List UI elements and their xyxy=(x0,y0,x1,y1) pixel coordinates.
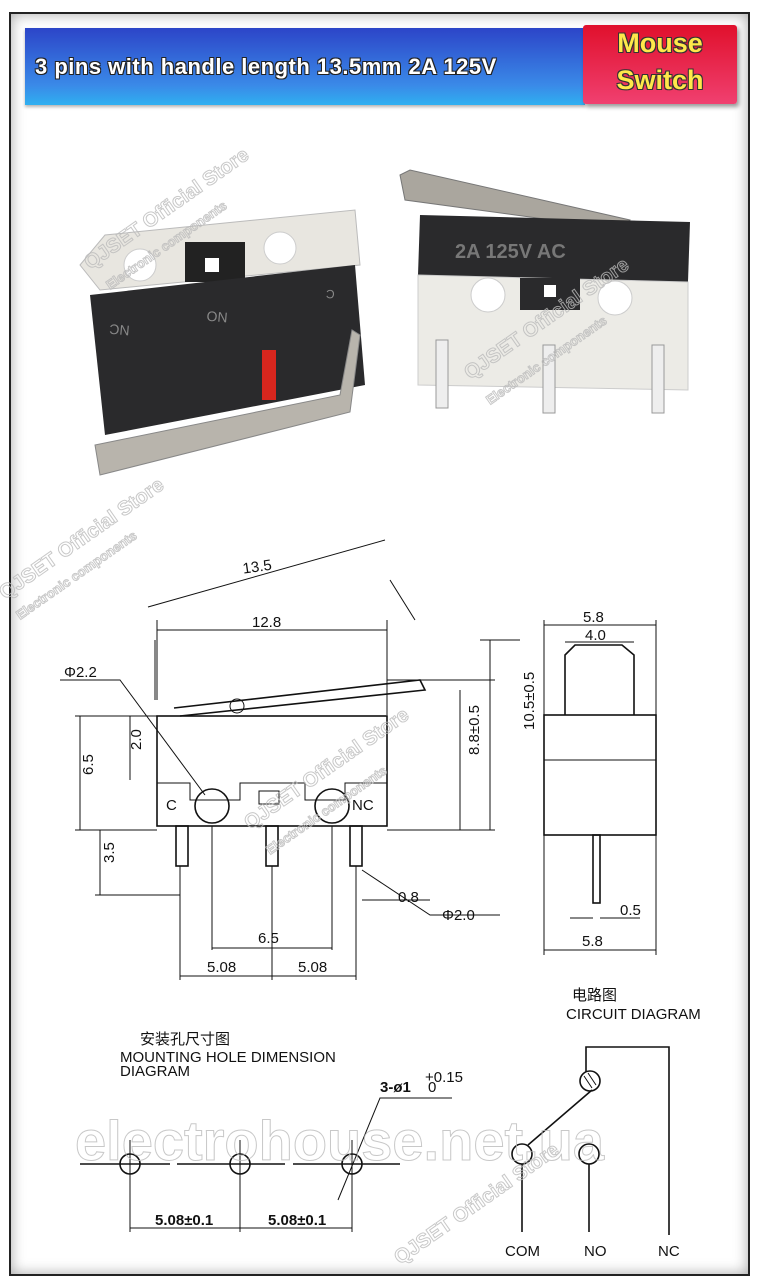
mount-pitch-1: 5.08±0.1 xyxy=(155,1212,213,1229)
side-dimension-drawing: 5.8 4.0 0.5 5.8 xyxy=(543,609,657,955)
right-switch-photo: 2A 125V AC xyxy=(399,169,690,414)
mounting-title-en-2: DIAGRAM xyxy=(120,1063,190,1080)
dim-pitch-right: 5.08 xyxy=(298,959,327,976)
front-dimension-drawing: 13.5 12.8 Φ2.2 6.5 2.0 8.8±0.5 10.5±0.5 … xyxy=(60,539,538,980)
dim-pin-length: 3.5 xyxy=(101,842,118,863)
watermark-store-3: QJSET Official Store xyxy=(0,474,168,604)
dim-pitch-left: 5.08 xyxy=(207,959,236,976)
photo-rating: 2A 125V AC xyxy=(455,241,566,263)
terminal-no: NO xyxy=(584,1243,607,1260)
photo-label-no: NO xyxy=(206,308,228,326)
side-pin-thickness: 0.5 xyxy=(620,902,641,919)
title-banner: 3 pins with handle length 13.5mm 2A 125V xyxy=(25,28,585,105)
dim-handle-length: 13.5 xyxy=(242,557,273,578)
mounting-title-cn: 安装孔尺寸图 xyxy=(140,1031,230,1048)
dim-actuator-height: 8.8±0.5 xyxy=(466,705,483,755)
left-switch-photo: NC NO C xyxy=(79,209,365,476)
hole-tol-upper: +0.15 xyxy=(425,1069,463,1086)
dim-body-length: 12.8 xyxy=(252,614,281,631)
mounting-title-en-1: MOUNTING HOLE DIMENSION xyxy=(120,1049,336,1066)
photo-label-nc: NC xyxy=(109,321,131,339)
dim-hole-height: 2.0 xyxy=(128,729,145,750)
dim-phi-large: Φ2.2 xyxy=(64,664,97,681)
terminal-nc: NC xyxy=(658,1243,680,1260)
side-width-top: 5.8 xyxy=(583,609,604,626)
side-actuator-width: 4.0 xyxy=(585,627,606,644)
side-width-bottom: 5.8 xyxy=(582,933,603,950)
badge-line-2: Switch xyxy=(616,65,704,95)
dim-total-height: 10.5±0.5 xyxy=(521,672,538,730)
terminal-label-nc: NC xyxy=(352,797,374,814)
circuit-diagram: 电路图 CIRCUIT DIAGRAM COM NO NC xyxy=(505,987,701,1260)
dim-body-height: 6.5 xyxy=(80,754,97,775)
terminal-com: COM xyxy=(505,1243,540,1260)
badge-line-1: Mouse xyxy=(617,28,703,58)
watermark-site: electrohouse.net.ua xyxy=(75,1109,605,1172)
mount-pitch-2: 5.08±0.1 xyxy=(268,1212,326,1229)
banner-title: 3 pins with handle length 13.5mm 2A 125V xyxy=(35,54,497,79)
category-badge: Mouse Switch xyxy=(583,25,737,104)
dim-pin-width: 0.8 xyxy=(398,889,419,906)
mounting-hole-diagram: 安装孔尺寸图 MOUNTING HOLE DIMENSION DIAGRAM 3… xyxy=(80,1031,463,1232)
photo-label-c: C xyxy=(325,287,335,302)
circuit-title-en: CIRCUIT DIAGRAM xyxy=(566,1006,701,1023)
hole-tol-lower: 0 xyxy=(428,1079,436,1096)
dim-phi-small: Φ2.0 xyxy=(442,907,475,924)
terminal-label-c: C xyxy=(166,797,177,814)
hole-spec: 3-ø1 xyxy=(380,1079,411,1096)
dim-pin-span: 6.5 xyxy=(258,930,279,947)
circuit-title-cn: 电路图 xyxy=(572,987,617,1004)
